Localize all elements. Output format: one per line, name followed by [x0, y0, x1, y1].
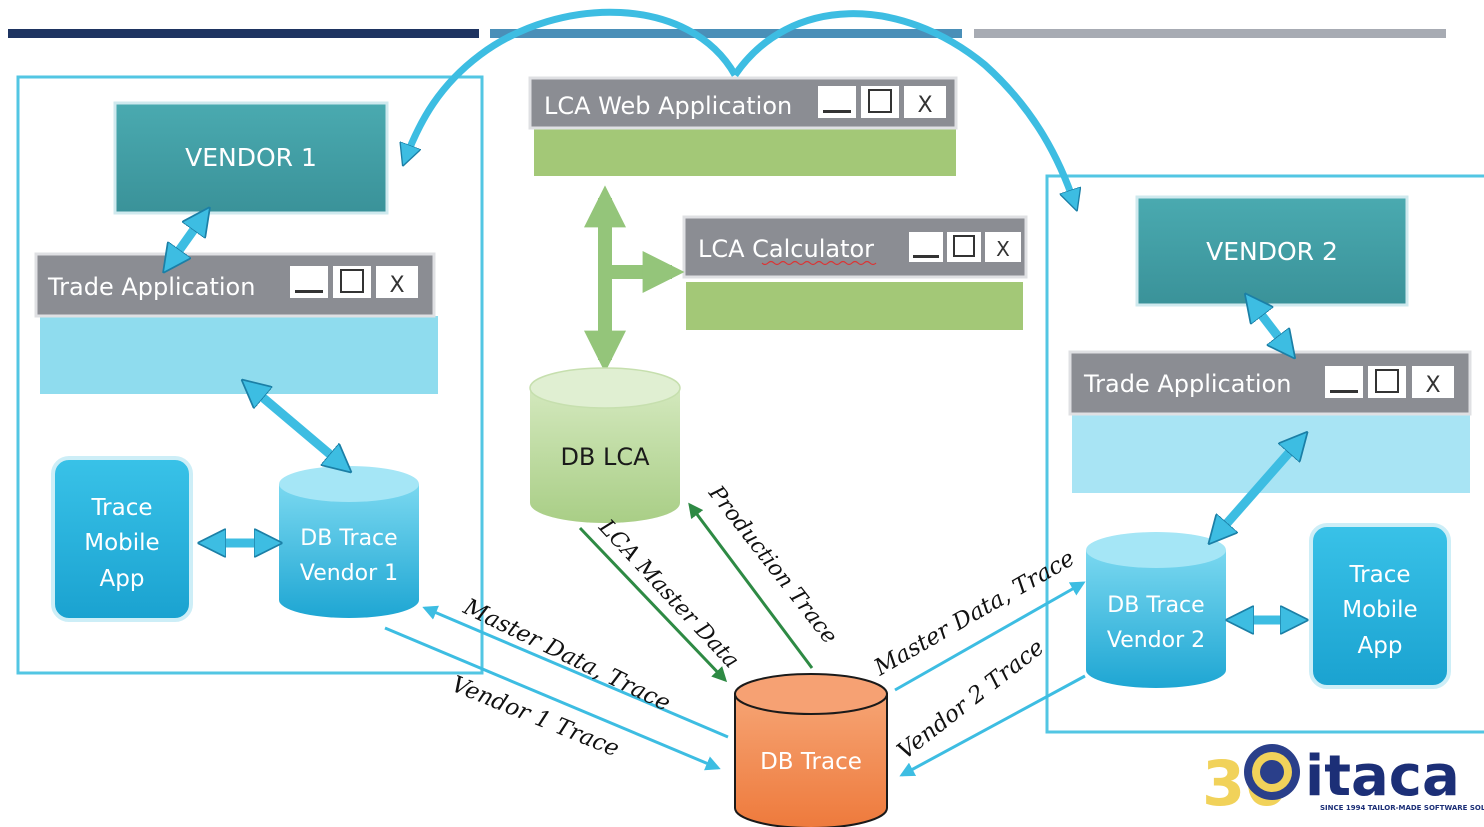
- arrow-lca-master-data: [578, 526, 728, 683]
- itaca-logo: 30 itaca SINCE 1994 TAILOR-MADE SOFTWARE…: [1202, 744, 1484, 820]
- arrow-production-trace: [688, 502, 814, 669]
- minimize-button[interactable]: [290, 266, 328, 298]
- db-trace-label: DB Trace: [760, 749, 862, 775]
- vendor1-trade-application-window[interactable]: Trade Application X: [34, 252, 438, 394]
- label-lca-master-data: LCA Master Data: [593, 514, 744, 673]
- curved-arrow-to-vendor2: [732, 10, 1075, 205]
- db-lca[interactable]: DB LCA: [529, 367, 681, 523]
- close-icon: X: [1425, 373, 1440, 398]
- vendor2-panel: [1045, 174, 1484, 734]
- lca-web-application-window[interactable]: LCA Web Application X: [528, 76, 958, 176]
- close-icon: X: [996, 237, 1010, 261]
- vendor1-box[interactable]: VENDOR 1: [113, 101, 389, 215]
- arrow-vendor2-trace: [899, 674, 1086, 777]
- close-button[interactable]: [985, 232, 1021, 262]
- vendor1-panel: [16, 75, 484, 675]
- lca-web-app-title: LCA Web Application: [544, 92, 792, 120]
- label-production-trace: Production Trace: [703, 481, 842, 649]
- vendor2-title: VENDOR 2: [1206, 237, 1338, 266]
- logo-text: itaca: [1305, 744, 1460, 809]
- arrow-tradeapp-db-vendor2: [1214, 438, 1302, 538]
- vendor1-trade-app-title: Trade Application: [47, 273, 255, 301]
- db-lca-label: DB LCA: [560, 443, 650, 471]
- close-icon: X: [917, 93, 932, 118]
- arrow-master-data-to-vendor2: [894, 581, 1086, 692]
- arrow-vendor1-trace: [384, 626, 721, 771]
- minimize-button[interactable]: [1325, 366, 1363, 398]
- vendor2-box[interactable]: VENDOR 2: [1135, 195, 1409, 307]
- close-icon: X: [389, 273, 404, 298]
- top-bar-light: [974, 29, 1446, 38]
- logo-tagline: SINCE 1994 TAILOR-MADE SOFTWARE SOLUTION…: [1320, 804, 1484, 812]
- db-trace[interactable]: DB Trace: [734, 673, 888, 827]
- minimize-button[interactable]: [818, 86, 856, 118]
- close-button[interactable]: [376, 266, 418, 298]
- arrow-tradeapp-db-vendor1: [248, 385, 345, 467]
- arrow-vendor1-tradeapp: [168, 214, 205, 266]
- curved-arrow-to-vendor1: [405, 8, 739, 160]
- arrow-vendor2-tradeapp: [1250, 300, 1290, 352]
- lca-calculator-title: LCA Calculator: [698, 235, 874, 263]
- close-button[interactable]: [904, 86, 946, 118]
- arrow-master-data-to-vendor1: [422, 605, 729, 739]
- top-bar-mid: [490, 29, 962, 38]
- vendor2-trade-app-title: Trade Application: [1083, 370, 1291, 398]
- lca-calculator-window[interactable]: LCA Calculator X: [682, 215, 1028, 330]
- vendor1-title: VENDOR 1: [185, 143, 317, 172]
- close-button[interactable]: [1412, 366, 1454, 398]
- top-bar-dark: [8, 29, 479, 38]
